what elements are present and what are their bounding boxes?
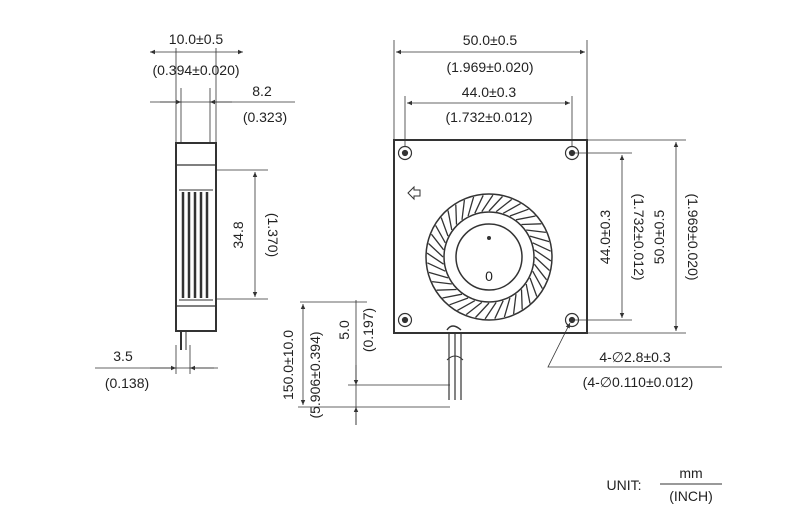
impeller-blade (428, 271, 449, 279)
impeller-blade (532, 242, 551, 252)
side-width-in: (0.394±0.020) (152, 62, 239, 78)
impeller-blade (502, 203, 521, 214)
impeller-blade (440, 217, 449, 237)
impeller-blade (512, 294, 517, 314)
impeller-blade (481, 194, 494, 212)
holes-mm: 4-∅2.8±0.3 (599, 349, 670, 365)
impeller-blade (449, 297, 469, 306)
impeller-blade (435, 225, 446, 244)
unit-label: UNIT: (607, 477, 642, 493)
impeller-blade (515, 215, 536, 221)
impeller-blade (529, 235, 550, 243)
impeller-blade (503, 297, 511, 318)
impeller-blade (488, 196, 503, 212)
impeller-blade (475, 302, 490, 318)
impeller-outer-ring (425, 193, 553, 321)
impeller-blade (455, 204, 458, 225)
cable-strip-in: (0.197) (360, 308, 376, 352)
overall-width-in: (1.969±0.020) (446, 59, 533, 75)
side-outlet-in: (1.370) (265, 213, 281, 257)
impeller-blade (526, 229, 546, 234)
mounting-holes (397, 145, 580, 328)
hole-callout-leader (547, 322, 722, 368)
side-view-blades (181, 192, 209, 298)
impeller-blade (534, 256, 550, 271)
impeller-blade (494, 300, 504, 319)
side-outlet-mm: 34.8 (230, 221, 246, 248)
cable-length-mm: 150.0±10.0 (280, 330, 296, 400)
front-view (298, 40, 722, 485)
impeller-blade (427, 262, 446, 272)
side-depth-mm: 8.2 (252, 83, 272, 99)
impeller-blade (442, 293, 463, 299)
hole-spacing-width-mm: 44.0±0.3 (462, 84, 517, 100)
hub-marking: 0 (485, 268, 493, 284)
impeller-blade (430, 233, 445, 251)
side-width-mm: 10.0±0.5 (169, 31, 224, 47)
cable-strip-mm: 5.0 (336, 320, 352, 340)
overall-height-in: (1.969±0.020) (685, 193, 701, 280)
impeller-blade (521, 223, 542, 226)
impeller-blade (484, 302, 497, 320)
impeller-blade (447, 210, 453, 231)
impeller-blade (509, 208, 529, 217)
front-view-housing (393, 139, 588, 334)
side-depth-in: (0.323) (243, 109, 287, 125)
cable-length-in: (5.906±0.394) (307, 331, 323, 418)
impeller-blade (525, 283, 531, 304)
side-pin-offset-in: (0.138) (105, 375, 149, 391)
airflow-arrow-icon (407, 185, 421, 201)
impeller-blade (520, 289, 523, 310)
impeller-blade (495, 198, 513, 213)
impeller-blade (534, 249, 552, 262)
overall-width-mm: 50.0±0.5 (463, 32, 518, 48)
impeller-blade (529, 277, 538, 297)
hole-spacing-height-in: (1.732±0.012) (631, 193, 647, 280)
hole-spacing-height-mm: 44.0±0.3 (597, 210, 613, 265)
unit-numerator: mm (679, 465, 702, 481)
impeller-blade (533, 263, 548, 281)
impeller-blade (457, 300, 476, 311)
cable-wires (446, 325, 464, 400)
impeller-hub (455, 223, 523, 291)
impeller-blade (432, 280, 452, 285)
impeller-blade (461, 200, 466, 220)
side-view-body (175, 142, 217, 332)
impeller-blades (426, 194, 552, 320)
holes-in: (4-∅0.110±0.012) (583, 374, 694, 390)
impeller-blade (426, 252, 444, 265)
side-pin-offset-mm: 3.5 (113, 348, 133, 364)
impeller-blade (532, 270, 543, 289)
side-view (95, 48, 295, 374)
impeller-blade (465, 301, 483, 316)
impeller-blade (467, 196, 475, 217)
unit-denominator: (INCH) (669, 488, 713, 504)
hole-spacing-width-in: (1.732±0.012) (445, 109, 532, 125)
impeller-blade (474, 195, 484, 214)
impeller-blade (436, 288, 457, 291)
overall-height-mm: 50.0±0.5 (651, 210, 667, 265)
impeller-blade (428, 243, 444, 258)
